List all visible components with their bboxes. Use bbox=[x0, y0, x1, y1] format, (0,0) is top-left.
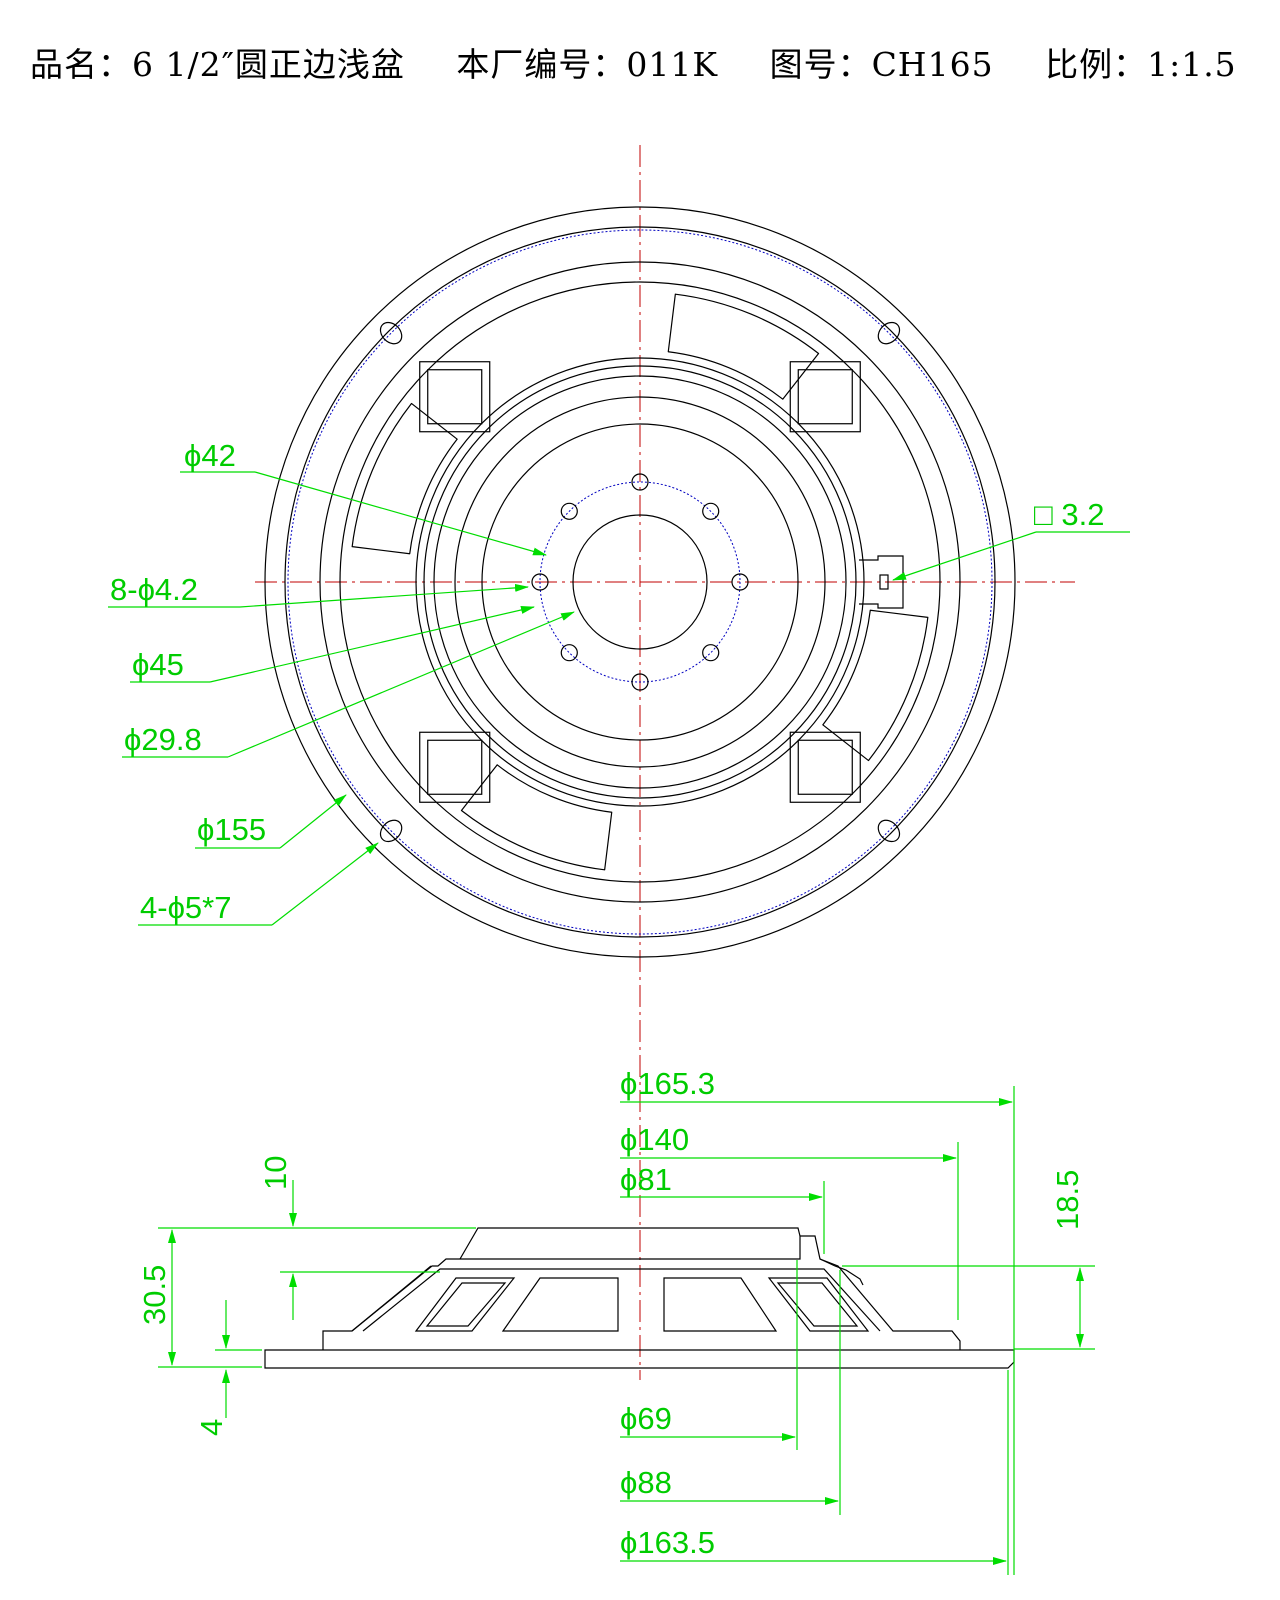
hub-ring bbox=[415, 357, 865, 807]
terminal-square bbox=[879, 574, 889, 590]
factory-number: 本厂编号：011K bbox=[456, 45, 719, 84]
label-d163: ϕ163.5 bbox=[620, 1525, 715, 1560]
side-window-4 bbox=[767, 1277, 870, 1332]
label-h18: 18.5 bbox=[1050, 1170, 1085, 1230]
leader-tab bbox=[892, 531, 1037, 581]
title-block: 品名：6 1/2″圆正边浅盆 本厂编号：011K 图号：CH165 比例：1:1… bbox=[30, 38, 1260, 94]
diagonal-windows bbox=[419, 361, 861, 803]
square-window bbox=[419, 731, 491, 803]
bolt-hole bbox=[631, 673, 649, 691]
side-window-1 bbox=[414, 1277, 516, 1332]
bolt-hole bbox=[560, 644, 578, 662]
square-window-inner bbox=[427, 369, 483, 425]
square-window bbox=[789, 361, 861, 433]
label-h10: 10 bbox=[258, 1156, 293, 1190]
hub-ring-2 bbox=[423, 365, 857, 799]
side-window-1-inner bbox=[425, 1282, 507, 1327]
square-window-inner bbox=[797, 369, 853, 425]
hub-ring-3 bbox=[433, 375, 847, 789]
square-window bbox=[419, 361, 491, 433]
flange-base bbox=[264, 1349, 1015, 1369]
leader-d155 bbox=[279, 794, 347, 849]
label-slots: 4-ϕ5*7 bbox=[140, 890, 231, 925]
label-d155: ϕ155 bbox=[197, 812, 266, 847]
bolt-hole bbox=[731, 573, 749, 591]
leader-d42 bbox=[254, 471, 547, 556]
mounting-slots bbox=[379, 321, 901, 843]
label-d42: ϕ42 bbox=[184, 438, 236, 473]
basket-outline bbox=[322, 1235, 961, 1350]
product-name: 品名：6 1/2″圆正边浅盆 bbox=[30, 45, 405, 84]
magnet-ring-2 bbox=[481, 423, 799, 741]
label-h30: 30.5 bbox=[137, 1265, 172, 1325]
leader-d45 bbox=[209, 606, 535, 683]
bolt-hole bbox=[702, 644, 720, 662]
square-window-inner bbox=[427, 739, 483, 795]
frame-window bbox=[667, 293, 820, 400]
bolt-circle bbox=[539, 481, 741, 683]
label-d88: ϕ88 bbox=[620, 1465, 672, 1500]
frame-window bbox=[460, 764, 613, 871]
square-window bbox=[789, 731, 861, 803]
label-d69: ϕ69 bbox=[620, 1401, 672, 1436]
label-d45: ϕ45 bbox=[132, 647, 184, 682]
bolt-hole bbox=[560, 502, 578, 520]
label-d140: ϕ140 bbox=[620, 1122, 689, 1157]
frame-window bbox=[822, 609, 929, 762]
basket-inner bbox=[362, 1268, 881, 1332]
label-holes8: 8-ϕ4.2 bbox=[110, 572, 198, 607]
bolt-hole bbox=[702, 502, 720, 520]
top-view: ϕ42 8-ϕ4.2 ϕ45 ϕ29.8 ϕ155 4-ϕ5*7 □ 3.2 bbox=[108, 145, 1130, 1380]
magnet-ring bbox=[454, 396, 826, 768]
label-d165: ϕ165.3 bbox=[620, 1066, 715, 1101]
side-window-2 bbox=[501, 1277, 619, 1332]
mounting-slot bbox=[379, 321, 403, 345]
label-d29-8: ϕ29.8 bbox=[124, 722, 202, 757]
center-bore bbox=[572, 514, 708, 650]
frame-window bbox=[351, 402, 458, 555]
label-h4: 4 bbox=[194, 1419, 229, 1436]
square-window-inner bbox=[797, 739, 853, 795]
basket-edge-left bbox=[351, 1265, 432, 1332]
drawing-number: 图号：CH165 bbox=[769, 45, 994, 84]
bolt-hole bbox=[631, 473, 649, 491]
leader-slots bbox=[271, 842, 379, 926]
label-d81: ϕ81 bbox=[620, 1162, 672, 1197]
magnet-top bbox=[459, 1227, 801, 1260]
scale: 比例：1:1.5 bbox=[1045, 45, 1237, 84]
frame-ring-2 bbox=[339, 281, 941, 883]
mounting-slot bbox=[379, 819, 403, 843]
leader-d29 bbox=[227, 611, 575, 758]
side-window-3 bbox=[663, 1277, 778, 1332]
leader-holes8 bbox=[239, 583, 529, 608]
label-tab: □ 3.2 bbox=[1034, 497, 1104, 532]
flange-inner-ring bbox=[284, 226, 996, 938]
bolt-hole bbox=[531, 573, 549, 591]
mounting-slot bbox=[877, 321, 901, 345]
terminal-tab bbox=[859, 555, 904, 609]
frame-windows bbox=[351, 293, 929, 871]
terminal-side bbox=[819, 1258, 864, 1286]
mounting-slot bbox=[877, 819, 901, 843]
outer-flange-ring bbox=[264, 206, 1016, 958]
side-window-4-inner bbox=[776, 1282, 859, 1327]
frame-ring bbox=[319, 261, 961, 903]
side-view: ϕ165.3 ϕ140 ϕ81 ϕ69 ϕ88 ϕ163.5 30.5 10 4… bbox=[137, 1066, 1095, 1575]
bolt-holes bbox=[531, 473, 749, 691]
mounting-hole-circle bbox=[287, 229, 993, 935]
